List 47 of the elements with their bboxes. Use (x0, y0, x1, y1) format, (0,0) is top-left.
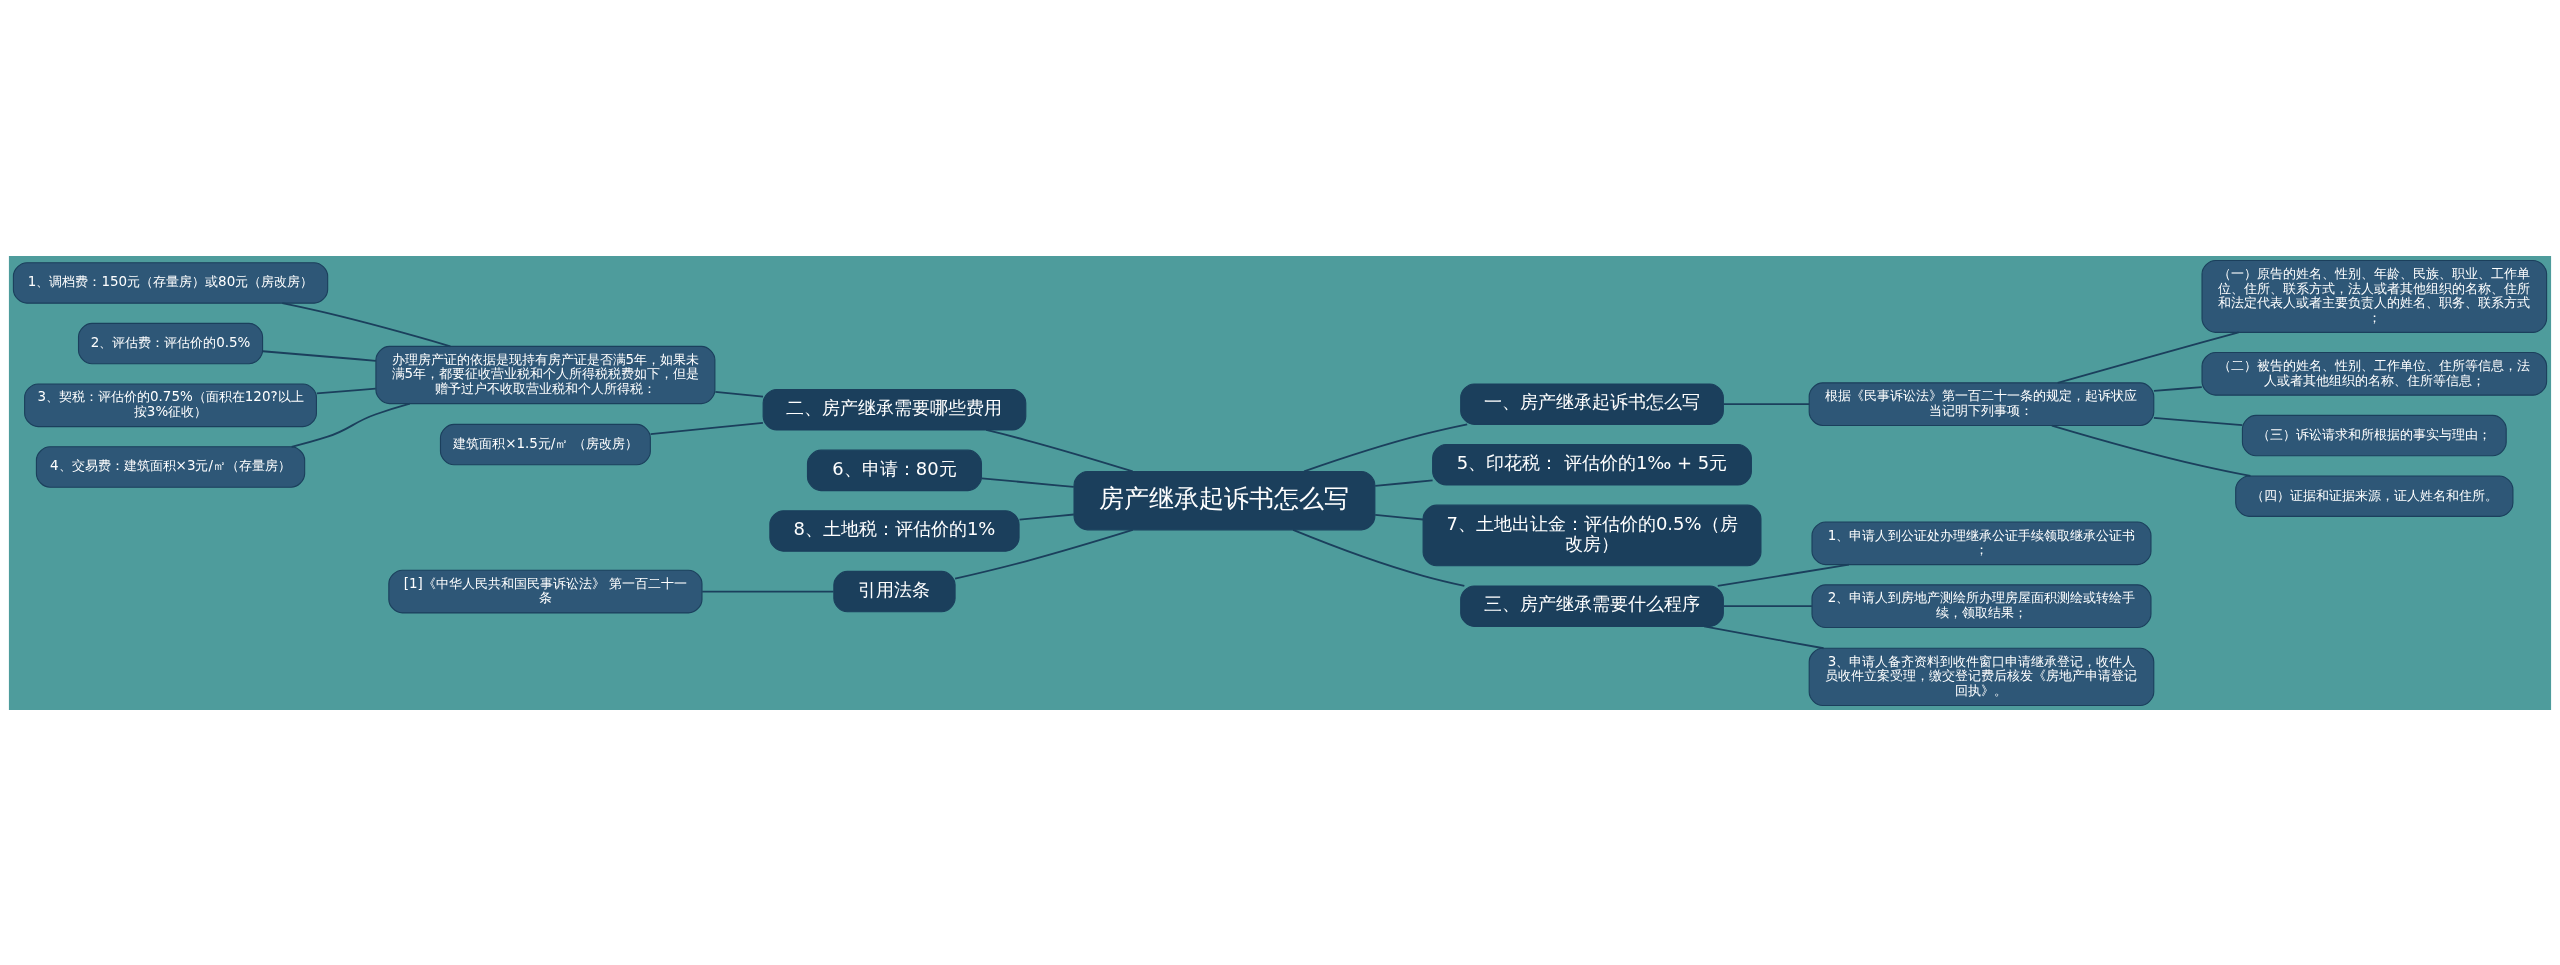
connector (954, 528, 1134, 580)
node-box: 3、契税：评估价的0.75%（面积在120?以上按3%征收） (24, 382, 317, 427)
node-box: （四）证据和证据来源，证人姓名和住所。 (2235, 474, 2514, 517)
node-box: 6、申请：80元 (806, 449, 982, 491)
node-box: 1、调档费：150元（存量房）或80元（房改房） (12, 261, 329, 304)
connector (2056, 331, 2240, 384)
node-box: 5、印花税： 评估价的1‰ + 5元 (1432, 443, 1752, 485)
connector (1303, 423, 1469, 472)
connector (1374, 513, 1424, 520)
node-box: 2、申请人到房地产测绘所办理房屋面积测绘或转绘手续，领取结果； (1811, 583, 2152, 628)
node-box: 8、土地税：评估价的1% (769, 509, 1020, 552)
connector (1292, 528, 1466, 587)
node-box: 7、土地出让金：评估价的0.5%（房改房） (1422, 504, 1762, 566)
node-box: （三）诉讼请求和所根据的事实与理由； (2241, 414, 2507, 456)
connector (290, 402, 411, 448)
connector (714, 390, 764, 398)
connector (985, 428, 1134, 472)
node-box: 2、评估费：评估价的0.5% (77, 322, 264, 364)
connector (2153, 385, 2203, 392)
node-box: （一）原告的姓名、性别、年龄、民族、职业、工作单位、住所、联系方式，法人或者其他组织的名称、住所和法定代表人或者主要负责人的姓名、职务、联系方式； (2201, 259, 2548, 333)
node-box: 4、交易费：建筑面积×3元/㎡（存量房） (35, 445, 306, 488)
connector (980, 476, 1075, 488)
connector (1018, 513, 1075, 520)
node-box: 3、申请人备齐资料到收件窗口申请继承登记，收件人员收件立案受理，缴交登记费后核发《房地产申请登记回执》。 (1808, 647, 2155, 706)
connector (701, 590, 835, 592)
node-box: 1、申请人到公证处办理继承公证手续领取继承公证书； (1811, 520, 2152, 565)
node-box: 根据《民事诉讼法》第一百二十一条的规定，起诉状应当记明下列事项： (1808, 381, 2155, 426)
node-box: 房产继承起诉书怎么写 (1073, 470, 1376, 530)
node-box: 一、房产继承起诉书怎么写 (1460, 382, 1724, 425)
connector (2153, 416, 2244, 426)
connector (1703, 625, 1825, 649)
connector (1716, 563, 1850, 587)
node-box: 二、房产继承需要哪些费用 (762, 388, 1027, 431)
connector (649, 421, 764, 435)
node-box: 建筑面积×1.5元/㎡ （房改房） (439, 423, 651, 465)
node-box: （二）被告的姓名、性别、工作单位、住所等信息，法人或者其他组织的名称、住所等信息； (2201, 351, 2548, 396)
connector (1374, 478, 1434, 487)
connector (261, 349, 377, 362)
node-box: 三、房产继承需要什么程序 (1460, 584, 1724, 627)
connector (315, 387, 377, 394)
node-box: 引用法条 (833, 570, 956, 612)
connector (281, 301, 452, 347)
connector (2050, 424, 2252, 477)
connector (1722, 604, 1813, 607)
node-box: 办理房产证的依据是现持有房产证是否满5年，如果未满5年，都要征收营业税和个人所得税税费如下，但是赠予过户不收取营业税和个人所得税： (375, 345, 716, 404)
connector (1722, 402, 1811, 405)
node-box: [1]《中华人民共和国民事诉讼法》 第一百二十一条 (388, 569, 703, 613)
